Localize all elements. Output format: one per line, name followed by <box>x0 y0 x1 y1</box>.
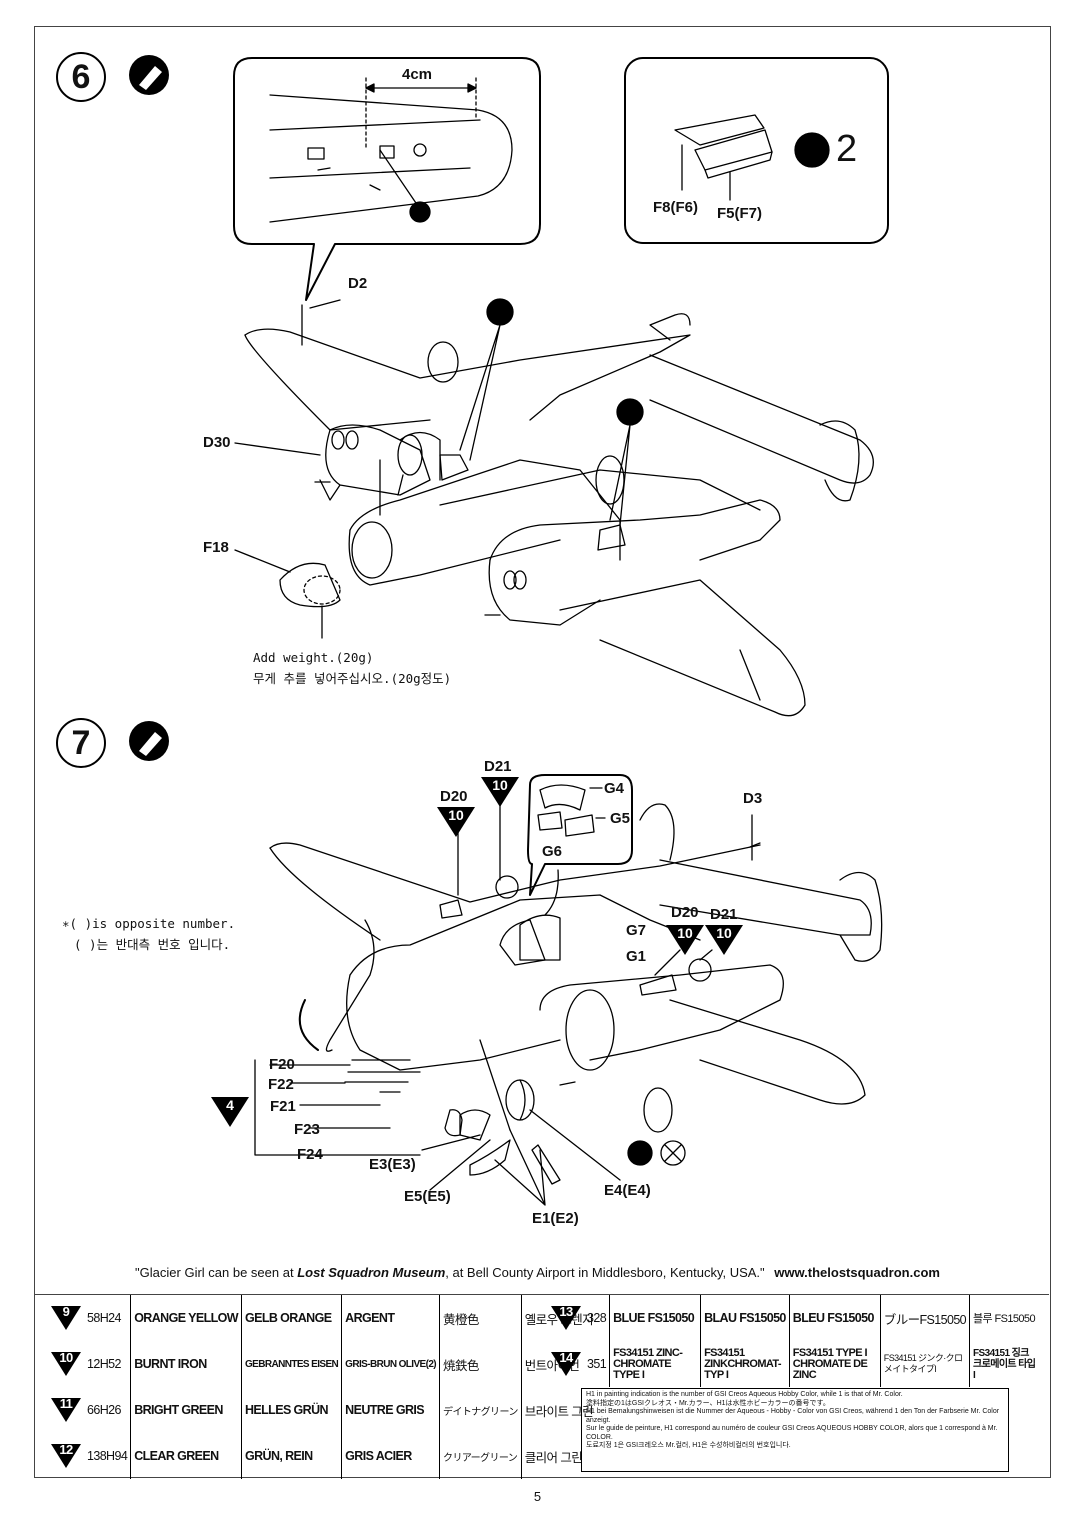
part-label-d2: D2 <box>348 275 368 292</box>
part-label-g4: G4 <box>604 780 625 797</box>
part-label-e4: E4(E4) <box>604 1182 651 1199</box>
color-ref-d21-b: 10 <box>705 925 743 955</box>
part-label-f22: F22 <box>268 1076 294 1093</box>
paint-note-box: H1 in painting indication is the number … <box>581 1388 1009 1472</box>
part-label-d30: D30 <box>203 434 231 451</box>
part-label-g7: G7 <box>626 922 647 939</box>
part-label-d21: D21 <box>484 758 512 775</box>
weight-note-en: Add weight.(20g) <box>253 650 374 665</box>
part-label-e5: E5(E5) <box>404 1188 451 1205</box>
part-label-f24: F24 <box>297 1146 323 1163</box>
color-table-left: 9 58H24 ORANGE YELLOW GELB ORANGE ARGENT… <box>48 1295 596 1479</box>
opposite-note-ko: ( )는 반대측 번호 입니다. <box>74 937 231 952</box>
opposite-note-en: ∗( )is opposite number. <box>62 916 236 931</box>
museum-caption: "Glacier Girl can be seen at Lost Squadr… <box>135 1265 940 1280</box>
aircraft-step7 <box>254 774 883 1206</box>
step-7-number: 7 <box>56 718 106 768</box>
part-label-f5: F5(F7) <box>717 205 762 222</box>
paint-icon <box>129 55 169 761</box>
page-number: 5 <box>533 1489 542 1504</box>
part-label-d20: D20 <box>440 788 468 805</box>
color-row: 12 138H94 CLEAR GREEN GRÜN, REIN GRIS AC… <box>48 1433 596 1479</box>
part-label-g5: G5 <box>610 810 631 827</box>
part-label-g1: G1 <box>626 948 647 965</box>
reference-step: 2 <box>836 128 858 170</box>
color-row: 11 66H26 BRIGHT GREEN HELLES GRÜN NEUTRE… <box>48 1387 596 1433</box>
subassembly-ref-4: 4 <box>211 1097 249 1127</box>
museum-url: www.thelostsquadron.com <box>774 1265 940 1280</box>
museum-name: Lost Squadron Museum <box>297 1265 446 1280</box>
dimension-label: 4cm <box>402 66 433 83</box>
color-ref-d20: 10 <box>437 807 475 837</box>
aircraft-step6 <box>234 298 874 717</box>
part-label-d20-b: D20 <box>671 904 699 921</box>
color-row: 13 328 BLUE FS15050 BLAU FS15050 BLEU FS… <box>548 1295 1040 1341</box>
part-label-f21: F21 <box>270 1098 296 1115</box>
color-table-right: 13 328 BLUE FS15050 BLAU FS15050 BLEU FS… <box>548 1295 1040 1387</box>
weight-note-ko: 무게 추를 넣어주십시오.(20g정도) <box>253 671 452 686</box>
part-label-e3: E3(E3) <box>369 1156 416 1173</box>
part-label-f20: F20 <box>269 1056 295 1073</box>
detail-callout-part <box>624 57 889 244</box>
page-frame <box>34 26 1051 1478</box>
color-ref-d21: 10 <box>481 777 519 807</box>
part-label-f8: F8(F6) <box>653 199 698 216</box>
step-6-number: 6 <box>56 52 106 102</box>
detail-callout-wing <box>233 57 541 301</box>
part-label-e1: E1(E2) <box>532 1210 579 1227</box>
part-label-f18: F18 <box>203 539 229 556</box>
color-legend: 9 58H24 ORANGE YELLOW GELB ORANGE ARGENT… <box>34 1294 1049 1479</box>
part-label-d21-b: D21 <box>710 906 738 923</box>
part-label-g6: G6 <box>542 843 563 860</box>
part-label-d3: D3 <box>743 790 763 807</box>
color-row: 10 12H52 BURNT IRON GEBRANNTES EISEN GRI… <box>48 1341 596 1387</box>
color-ref-d20-b: 10 <box>666 925 704 955</box>
part-label-f23: F23 <box>294 1121 320 1138</box>
color-row: 14 351 FS34151 ZINC-CHROMATE TYPE I FS34… <box>548 1341 1040 1387</box>
color-row: 9 58H24 ORANGE YELLOW GELB ORANGE ARGENT… <box>48 1295 596 1341</box>
